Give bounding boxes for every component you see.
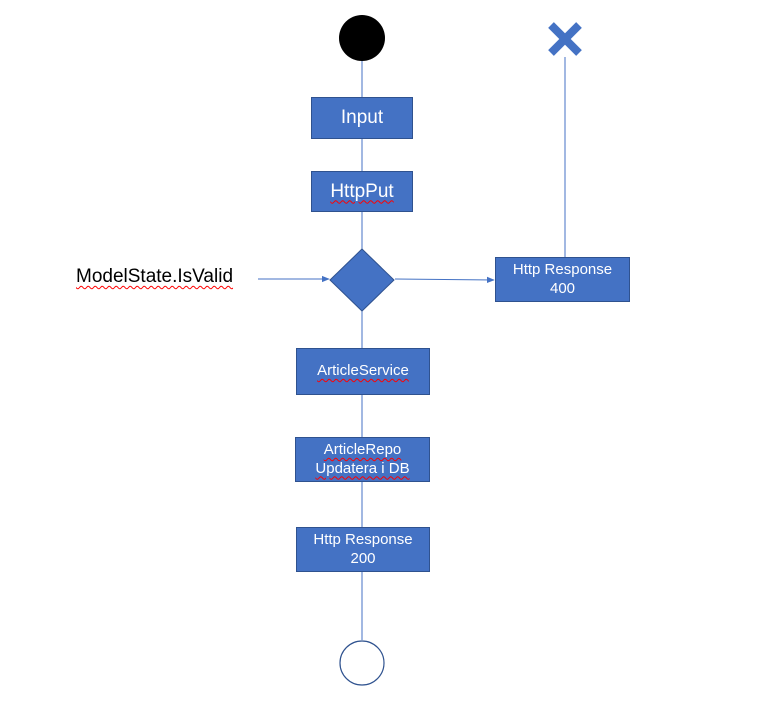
start-node <box>339 15 385 61</box>
decision-condition-text: ModelState.IsValid <box>76 266 234 287</box>
node-article-service: ArticleService <box>296 348 430 395</box>
terminate-x-icon <box>548 22 582 56</box>
end-node <box>339 640 385 686</box>
node-article-service-label: ArticleService <box>317 362 409 380</box>
node-input-label: Input <box>340 107 384 129</box>
node-response-200: Http Response 200 <box>296 527 430 572</box>
node-article-repo-line1: ArticleRepo <box>323 440 402 458</box>
decision-condition-label: ModelState.IsValid <box>76 266 233 288</box>
node-response-400: Http Response 400 <box>495 257 630 302</box>
connector-decision-to-response400 <box>394 276 495 284</box>
node-article-repo: ArticleRepo Updatera i DB <box>295 437 430 482</box>
node-response-200-line2: 200 <box>350 549 376 567</box>
decision-diamond <box>329 248 395 312</box>
node-response-400-line2: 400 <box>549 279 576 297</box>
node-response-400-line1: Http Response <box>512 260 613 278</box>
node-article-repo-line2-text: Updatera i DB <box>315 459 410 477</box>
node-article-repo-line2: Updatera i DB <box>315 460 409 479</box>
node-input: Input <box>311 97 413 139</box>
node-httpput-label: HttpPut <box>330 180 394 202</box>
node-httpput: HttpPut <box>311 171 413 212</box>
node-response-200-line1: Http Response <box>313 530 413 548</box>
